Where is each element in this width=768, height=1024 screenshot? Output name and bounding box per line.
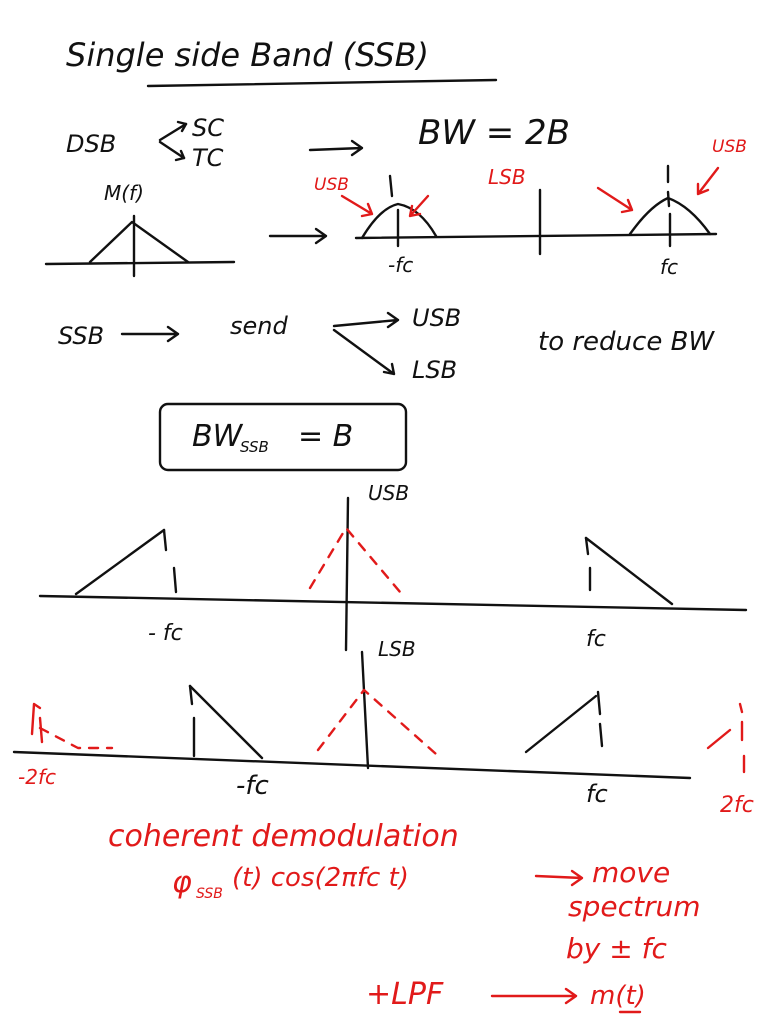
ssb-usb-arrow [332, 311, 400, 329]
note-lpf: +LPF [366, 977, 444, 1012]
page-title: Single side Band (SSB) [66, 36, 429, 74]
dsb-lsb-center-label: LSB [488, 165, 526, 189]
boxed-eq-main: BW [192, 419, 244, 454]
dsb-label: DSB [66, 130, 116, 158]
usb-left-marker [162, 528, 178, 594]
ssb-note: to reduce BW [538, 327, 715, 357]
lsb-pos-fc: fc [586, 780, 608, 808]
note-spectrum: spectrum [568, 890, 701, 923]
note-shift: by ± fc [566, 932, 667, 965]
dsb-right-outer-arrow [596, 186, 634, 214]
usb-amp-axis [344, 496, 350, 652]
dsb-branch-arrows [158, 122, 188, 160]
dsb-freq-axis [354, 232, 718, 240]
lsb-left-sideband [188, 684, 264, 760]
to-dsb-spectrum-arrow [268, 227, 328, 245]
dsb-usb-left-arrow [340, 194, 374, 218]
dsb-right-carrier-marker [666, 164, 672, 248]
usb-right-marker [584, 536, 592, 592]
usb-right-sideband [584, 536, 674, 606]
lsb-plot-label: LSB [378, 637, 416, 661]
note-move: move [592, 856, 670, 889]
dsb-usb-right-arrow [696, 166, 720, 196]
note-phi: φ [172, 865, 192, 900]
message-spectrum-label: M(f) [104, 181, 144, 205]
usb-baseband-dashed [308, 526, 402, 594]
note-coherent-demodulation: coherent demodulation [108, 819, 459, 854]
dsb-usb-left-label: USB [314, 175, 349, 195]
dsb-bandwidth: BW = 2B [418, 113, 570, 153]
dsb-branch-sc: SC [192, 114, 224, 142]
usb-plot-label: USB [368, 481, 409, 505]
lsb-neg-2fc-peak [30, 702, 42, 736]
boxed-eq-rhs: = B [298, 419, 353, 454]
dsb-neg-fc: -fc [388, 253, 413, 277]
dsb-to-bw-arrow [308, 139, 364, 157]
ssb-lsb-arrow [332, 328, 396, 376]
note-output-message: m(t) [590, 981, 646, 1011]
ssb-send: send [230, 312, 288, 340]
lsb-left-marker [188, 684, 196, 758]
title-underline [146, 78, 498, 88]
lsb-right-marker [596, 690, 604, 748]
usb-left-sideband [74, 528, 166, 596]
ssb-usb: USB [412, 304, 461, 332]
note-phi-subscript: SSB [196, 886, 223, 902]
usb-neg-fc: - fc [148, 621, 183, 646]
lsb-baseband-dashed [316, 688, 438, 756]
usb-freq-axis [38, 594, 748, 612]
usb-pos-fc: fc [586, 627, 606, 652]
lsb-neg-2fc-marker [38, 716, 44, 744]
ssb-arrow [120, 325, 180, 343]
dsb-left-carrier-marker [388, 174, 400, 248]
message-triangle [88, 220, 190, 264]
lsb-neg-fc: -fc [236, 771, 269, 801]
lsb-freq-axis [12, 750, 692, 780]
lsb-neg-2fc: -2fc [18, 765, 56, 789]
lsb-amp-axis [360, 650, 370, 770]
boxed-eq-sub: SSB [240, 438, 269, 456]
lsb-pos-2fc-marker [738, 702, 746, 774]
dsb-branch-heads [174, 120, 188, 162]
note-arrow-output [490, 987, 578, 1005]
dsb-left-lobe [360, 202, 438, 240]
boxed-equation-frame [158, 402, 408, 472]
dsb-usb-left-arrow-inner [408, 194, 430, 218]
lsb-neg-2fc-dashed [38, 726, 114, 750]
ssb-lsb: LSB [412, 356, 457, 384]
note-arrow-move [534, 869, 584, 887]
lsb-pos-2fc-slope [706, 728, 732, 750]
note-modulated-signal: (t) cos(2πfc t) [232, 863, 409, 893]
lsb-pos-2fc: 2fc [720, 793, 754, 818]
lsb-right-sideband [524, 694, 598, 754]
ssb-label: SSB [58, 322, 104, 350]
dsb-usb-right-label: USB [712, 137, 747, 157]
dsb-pos-fc: fc [660, 255, 678, 279]
dsb-branch-tc: TC [192, 144, 224, 172]
message-freq-axis [44, 260, 236, 266]
